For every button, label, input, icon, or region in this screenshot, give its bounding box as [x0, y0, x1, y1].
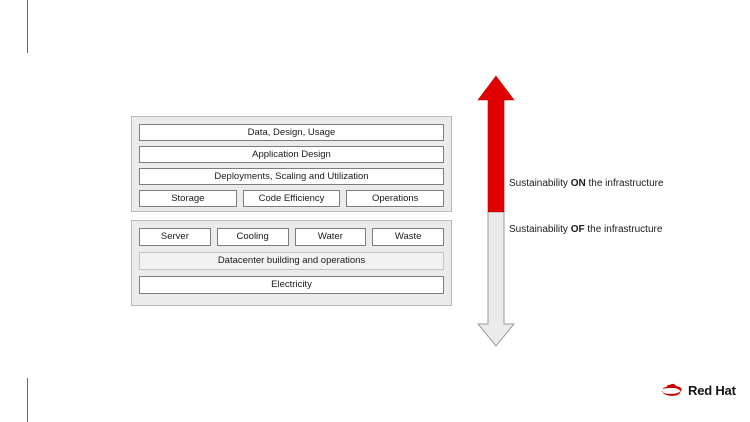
layer-row: Server Cooling Water Waste — [139, 228, 444, 246]
layer-cell-water: Water — [294, 228, 367, 246]
layer-cell-storage: Storage — [139, 190, 237, 207]
caption-sustainability-of: Sustainability OF the infrastructure — [509, 224, 662, 235]
layer-cell-electricity: Electricity — [139, 276, 444, 294]
layer-row: Application Design — [139, 146, 444, 163]
layer-cell-operations: Operations — [346, 190, 445, 207]
layer-row: Datacenter building and operations — [139, 252, 444, 270]
layer-cell-datacenter-building-and-operations: Datacenter building and operations — [139, 252, 444, 270]
layer-row: Data, Design, Usage — [139, 124, 444, 141]
layer-cell-server: Server — [139, 228, 211, 246]
arrow-up-icon — [477, 75, 515, 212]
layer-cell-application-design: Application Design — [139, 146, 444, 163]
layer-row: Deployments, Scaling and Utilization — [139, 168, 444, 185]
red-hat-fedora-icon — [661, 383, 682, 396]
caption-on-emphasis: ON — [570, 178, 586, 189]
accent-rule-bottom — [27, 378, 28, 422]
layer-stack-sustainability-on: Data, Design, Usage Application Design D… — [131, 116, 452, 212]
red-hat-wordmark: Red Hat — [688, 383, 736, 398]
caption-of-suffix: the infrastructure — [584, 224, 663, 235]
caption-of-emphasis: OF — [570, 224, 585, 235]
layer-row: Storage Code Efficiency Operations — [139, 190, 445, 207]
caption-of-prefix: Sustainability — [509, 224, 571, 235]
caption-on-prefix: Sustainability — [509, 178, 571, 189]
layer-cell-code-efficiency: Code Efficiency — [242, 190, 341, 207]
layer-cell-data-design-usage: Data, Design, Usage — [139, 124, 444, 141]
layer-cell-waste: Waste — [372, 228, 444, 246]
layer-cell-cooling: Cooling — [216, 228, 289, 246]
layer-cell-deployments-scaling-utilization: Deployments, Scaling and Utilization — [139, 168, 444, 185]
caption-on-suffix: the infrastructure — [585, 178, 664, 189]
layer-row: Electricity — [139, 276, 444, 294]
accent-rule-top — [27, 0, 28, 53]
layer-stack-sustainability-of: Server Cooling Water Waste Datacenter bu… — [131, 220, 452, 306]
red-hat-logo: Red Hat — [657, 381, 736, 400]
caption-sustainability-on: Sustainability ON the infrastructure — [509, 178, 664, 189]
arrow-down-icon — [476, 212, 516, 347]
